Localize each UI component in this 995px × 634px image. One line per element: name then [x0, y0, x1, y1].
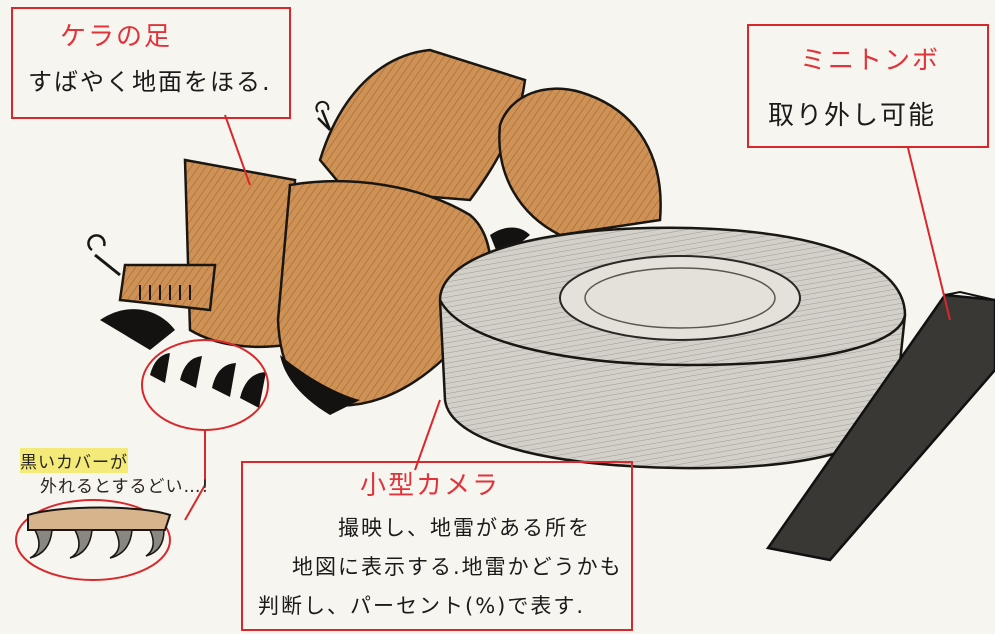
tombo-label-title: ミニトンボ	[800, 46, 941, 76]
camera-label-line-3: 判断し、パーセント(%)で表す.	[258, 594, 586, 618]
cover-note-line-2: 外れるとするどい…!	[40, 477, 210, 497]
tombo-label-frame	[747, 24, 989, 148]
rear-leg	[315, 48, 662, 237]
tombo-label-text: 取り外し可能	[768, 101, 937, 131]
mini-tombo	[765, 290, 995, 562]
annotation-lines	[15, 114, 951, 581]
leg-label-title: ケラの足	[60, 22, 173, 52]
claw-detail	[27, 506, 172, 559]
camera-label-title: 小型カメラ	[360, 471, 501, 501]
leg-label-frame	[11, 7, 291, 119]
leg-label-text: すばやく地面をほる.	[28, 68, 272, 96]
camera-label-line-2: 地図に表示する.地雷かどうかも	[292, 555, 623, 579]
camera-label-line-1: 撮映し、地雷がある所を	[338, 516, 591, 540]
cover-note-line-1: 黒いカバーが	[20, 448, 128, 473]
camera-label-frame	[241, 461, 633, 631]
camera-body	[438, 226, 907, 470]
